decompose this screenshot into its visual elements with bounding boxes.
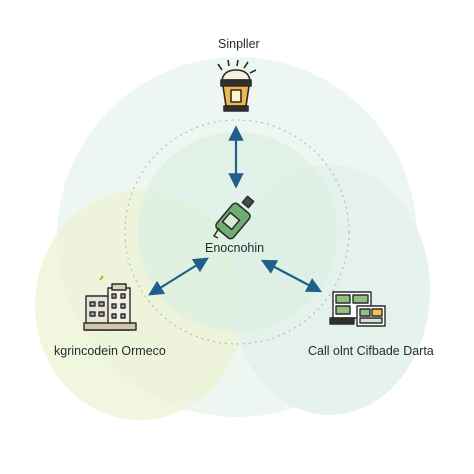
dotted-orbit xyxy=(124,119,350,345)
node-label-right: Call olnt Cifbade Darta xyxy=(308,344,434,358)
node-label-top: Sinpller xyxy=(218,37,260,51)
arrow-center-left xyxy=(148,257,209,296)
buildings-icon xyxy=(83,275,137,331)
spray-bottle-icon xyxy=(213,195,255,240)
lantern-icon xyxy=(217,59,257,112)
node-label-left: kgrincodein Ormeco xyxy=(54,344,166,358)
connectors xyxy=(148,125,323,296)
computer-devices-icon xyxy=(329,291,386,327)
arrow-center-right xyxy=(260,259,323,293)
node-label-center: Enocnohin xyxy=(205,241,265,255)
